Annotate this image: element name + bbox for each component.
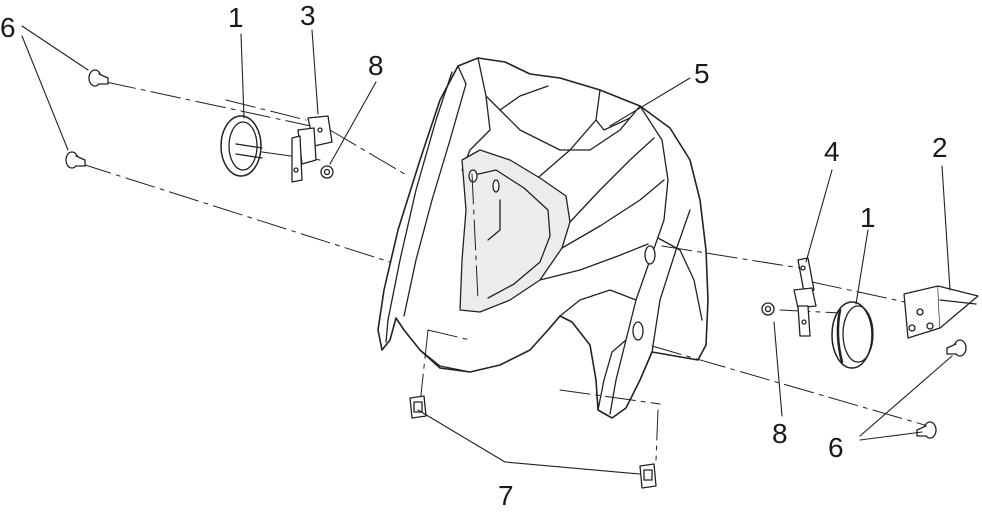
callout-6-left: 6 xyxy=(0,12,16,43)
leader-lines xyxy=(21,25,953,475)
callout-1-right: 1 xyxy=(860,202,876,233)
callout-7: 7 xyxy=(498,480,514,511)
left-screw-lower xyxy=(65,151,86,169)
right-nut xyxy=(761,302,775,316)
callout-2: 2 xyxy=(932,132,948,163)
callout-3: 3 xyxy=(300,0,316,31)
left-screw-upper xyxy=(88,69,109,87)
callout-1-left: 1 xyxy=(228,2,244,33)
right-bracket xyxy=(793,257,817,337)
right-screw-lower xyxy=(916,421,937,439)
right-mount-plate xyxy=(903,285,979,339)
right-reflector xyxy=(831,301,874,369)
callout-8-top: 8 xyxy=(368,50,384,81)
clip-left xyxy=(409,395,427,419)
callout-8-bottom: 8 xyxy=(772,418,788,449)
left-bracket xyxy=(291,115,333,183)
right-screw-upper xyxy=(946,339,967,357)
left-reflector xyxy=(220,115,263,177)
left-nut xyxy=(320,165,334,179)
clip-right xyxy=(639,463,657,489)
callout-6-right: 6 xyxy=(828,432,844,463)
front-fender xyxy=(377,57,709,419)
callout-5: 5 xyxy=(694,58,710,89)
callout-4: 4 xyxy=(824,136,840,167)
